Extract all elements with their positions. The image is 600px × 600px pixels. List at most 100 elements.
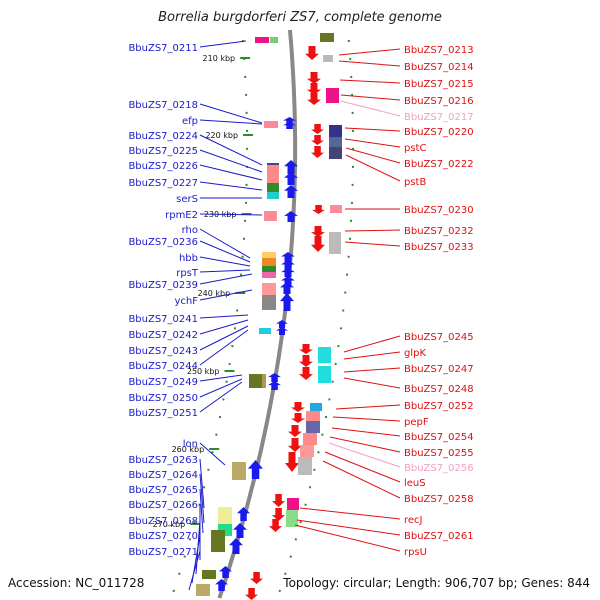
gene-block	[262, 272, 276, 278]
right-leader-line	[345, 154, 401, 182]
left-gene-label: BbuZS7_0263	[128, 455, 198, 466]
right-gene-label: pstC	[404, 143, 426, 154]
gene-arrow	[268, 381, 281, 390]
left-gene-label: BbuZS7_0236	[128, 237, 198, 248]
right-leader-line	[338, 48, 401, 56]
gene-block	[287, 498, 299, 510]
right-gene-label: BbuZS7_0230	[404, 205, 474, 216]
left-leader-line	[199, 181, 263, 191]
gene-arrow	[272, 494, 285, 507]
gene-block	[310, 403, 322, 411]
gene-block	[196, 584, 210, 596]
left-leader-line	[199, 289, 253, 301]
gene-arrow	[311, 146, 324, 158]
accession-label: Accession: NC_011728	[8, 576, 145, 590]
gene-arrow	[269, 519, 282, 532]
right-gene-label: leuS	[404, 478, 426, 489]
left-leader-line	[188, 550, 201, 591]
left-gene-label: BbuZS7_0227	[128, 178, 198, 189]
right-gene-label: BbuZS7_0258	[404, 494, 474, 505]
right-leader-line	[331, 427, 401, 437]
left-gene-label: rpmE2	[165, 210, 198, 221]
gene-arrow	[237, 507, 250, 521]
gene-arrow	[312, 205, 325, 214]
gene-arrow	[288, 438, 302, 452]
gene-arrow	[311, 236, 325, 252]
gene-block	[232, 462, 246, 480]
right-leader-line	[343, 335, 401, 353]
left-leader-line	[199, 134, 263, 166]
left-gene-label: BbuZS7_0242	[128, 330, 198, 341]
right-leader-line	[332, 416, 401, 422]
left-leader-line	[199, 488, 204, 534]
gene-block	[306, 411, 320, 421]
left-gene-label: lon	[183, 439, 198, 450]
gene-block	[318, 366, 331, 383]
left-leader-line	[199, 319, 249, 335]
left-gene-label: BbuZS7_0224	[128, 131, 198, 142]
right-leader-line	[345, 147, 401, 164]
right-gene-label: pepF	[404, 417, 429, 428]
left-gene-label: BbuZS7_0243	[128, 346, 198, 357]
gene-arrow	[281, 252, 295, 262]
gene-block	[267, 192, 279, 199]
gene-arrow	[285, 452, 299, 472]
gene-arrow	[291, 413, 305, 423]
right-gene-label: BbuZS7_0214	[404, 62, 474, 73]
left-gene-label: efp	[182, 116, 198, 127]
right-leader-line	[324, 451, 401, 483]
gene-block	[298, 457, 312, 475]
left-leader-line	[199, 314, 249, 319]
right-gene-label: BbuZS7_0254	[404, 432, 474, 443]
right-gene-label: BbuZS7_0248	[404, 384, 474, 395]
scale-tick-label: 270 kbp	[153, 520, 186, 529]
gene-arrow	[311, 226, 325, 237]
left-leader-line	[199, 374, 243, 382]
gene-block	[330, 205, 342, 213]
right-gene-label: BbuZS7_0245	[404, 332, 474, 343]
left-gene-label: BbuZS7_0250	[128, 393, 198, 404]
gene-block	[286, 510, 298, 527]
gene-arrow	[268, 373, 281, 382]
right-gene-label: pstB	[404, 177, 426, 188]
right-leader-line	[335, 404, 401, 410]
left-gene-label: rpsT	[176, 268, 199, 279]
gene-block	[262, 266, 276, 272]
right-gene-label: BbuZS7_0213	[404, 45, 474, 56]
left-leader-line	[199, 473, 205, 524]
right-gene-label: BbuZS7_0216	[404, 96, 474, 107]
right-gene-label: BbuZS7_0255	[404, 448, 474, 459]
gene-arrow	[288, 425, 302, 437]
left-leader-line	[199, 119, 263, 125]
left-gene-label: ychF	[174, 296, 198, 307]
gene-block	[303, 433, 317, 445]
gene-block	[329, 137, 342, 147]
gene-block	[259, 328, 271, 334]
gene-arrow	[281, 268, 295, 277]
left-leader-line	[199, 240, 251, 263]
right-gene-label: rpsU	[404, 547, 427, 558]
scale-tick-label: 240 kbp	[198, 289, 231, 298]
left-leader-line	[199, 269, 251, 273]
left-gene-label: BbuZS7_0218	[128, 100, 198, 111]
gene-arrow	[284, 160, 298, 174]
left-gene-label: BbuZS7_0239	[128, 280, 198, 291]
gene-arrow	[299, 344, 313, 354]
left-leader-line	[199, 325, 249, 351]
right-leader-line	[344, 127, 401, 132]
gene-arrow	[307, 83, 321, 95]
gene-arrow	[283, 122, 296, 129]
scale-tick-label: 210 kbp	[203, 54, 236, 63]
gene-block	[264, 121, 278, 128]
scale-tick-label: 220 kbp	[205, 131, 238, 140]
right-gene-label: BbuZS7_0247	[404, 364, 474, 375]
left-gene-label: BbuZS7_0251	[128, 408, 198, 419]
right-leader-line	[299, 507, 401, 520]
left-leader-line	[199, 378, 243, 398]
gene-block	[249, 374, 263, 388]
gene-arrow	[299, 355, 313, 367]
gene-block	[320, 33, 334, 42]
right-leader-line	[343, 377, 401, 389]
gene-arrow	[299, 367, 313, 380]
